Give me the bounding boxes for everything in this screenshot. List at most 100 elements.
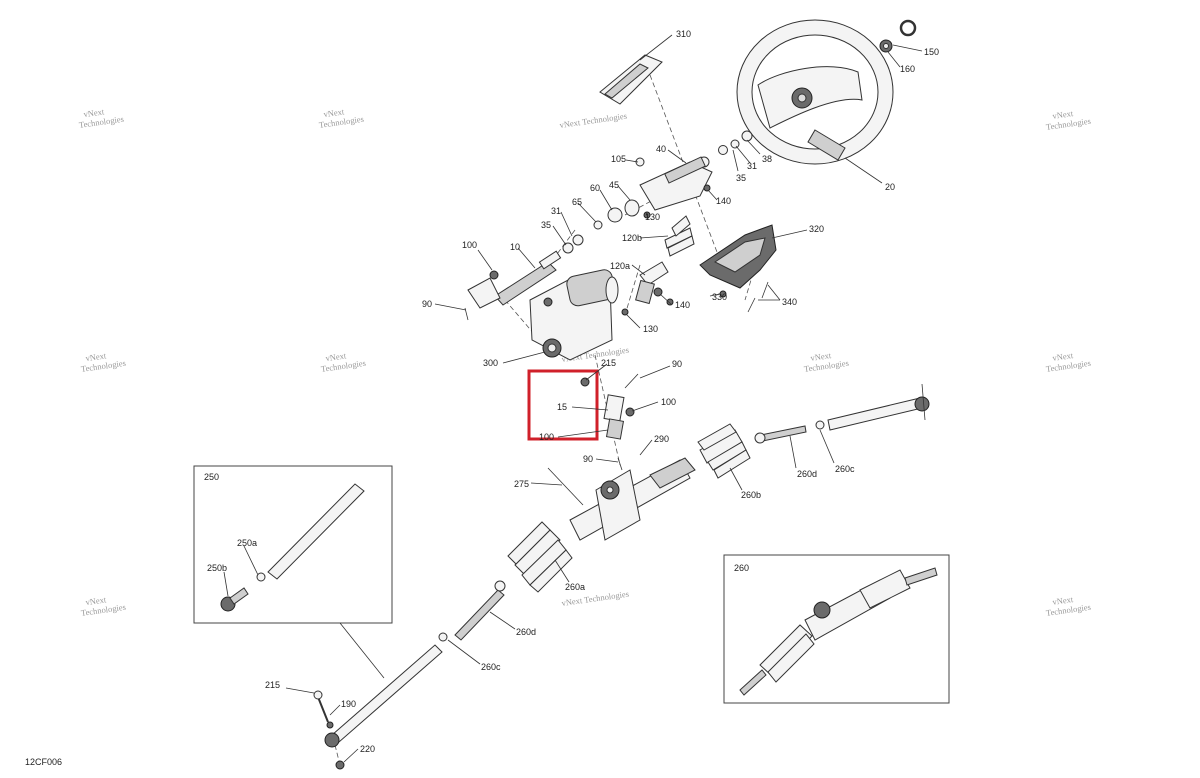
inset-250-connector <box>339 622 385 679</box>
callout-290: 290 <box>654 434 669 444</box>
callout-90-right: 90 <box>672 359 682 369</box>
watermark: vNext Technologies <box>80 594 126 618</box>
callout-20: 20 <box>885 182 895 192</box>
steering-wheel <box>736 19 894 165</box>
callout-275: 275 <box>514 479 529 489</box>
callout-38: 38 <box>762 154 772 164</box>
inset-250-tie-rod <box>220 483 365 612</box>
svg-text:vNext: vNext <box>1052 594 1075 607</box>
watermark: vNext Technologies <box>80 350 126 374</box>
tie-rod-inner-left <box>454 580 506 641</box>
wheel-cap-ring <box>899 19 917 37</box>
callout-140-lower: 140 <box>675 300 690 310</box>
highlight-box <box>527 369 599 441</box>
svg-text:vNext: vNext <box>810 350 833 363</box>
callout-260c-left: 260c <box>481 662 501 672</box>
callout-100-lower: 100 <box>539 432 554 442</box>
wheel-nut <box>879 39 893 53</box>
svg-text:vNext: vNext <box>325 350 348 363</box>
svg-text:vNext: vNext <box>83 106 106 119</box>
callout-40: 40 <box>656 144 666 154</box>
ball-joint-bolt <box>313 690 334 729</box>
watermark: vNext Technologies <box>1045 594 1091 618</box>
callout-35-upper: 35 <box>736 173 746 183</box>
universal-joint <box>603 373 639 471</box>
inset-260-rack-assembly <box>739 567 938 696</box>
watermark: vNext Technologies <box>559 111 628 130</box>
lower-column-cover <box>699 224 777 289</box>
callout-120b: 120b <box>622 233 642 243</box>
diagram-code: 12CF006 <box>25 757 62 767</box>
jam-nut-right <box>815 420 825 430</box>
svg-text:vNext: vNext <box>1052 350 1075 363</box>
callout-320: 320 <box>809 224 824 234</box>
callout-60: 60 <box>590 183 600 193</box>
callout-90-left: 90 <box>422 299 432 309</box>
jam-nut-left <box>438 632 448 642</box>
callout-140-upper: 140 <box>716 196 731 206</box>
callout-260a: 260a <box>565 582 585 592</box>
callout-250b: 250b <box>207 563 227 573</box>
column-boot-120a <box>635 261 669 305</box>
rack-boot-right <box>697 423 751 479</box>
watermark: vNext Technologies <box>78 106 124 130</box>
callout-260b: 260b <box>741 490 761 500</box>
ball-joint-nut <box>335 760 345 770</box>
callout-160: 160 <box>900 64 915 74</box>
watermark: vNext Technologies <box>1045 350 1091 374</box>
eps-module <box>529 269 619 387</box>
callout-labels: 310 150 160 20 105 40 35 31 38 60 45 65 … <box>204 29 939 754</box>
tie-rod-outer-right <box>827 383 930 431</box>
callout-310: 310 <box>676 29 691 39</box>
callout-250a: 250a <box>237 538 257 548</box>
callout-130-lower: 130 <box>643 324 658 334</box>
svg-text:vNext Technologies: vNext Technologies <box>559 111 628 130</box>
callout-130-upper: 130 <box>645 212 660 222</box>
callout-330: 330 <box>712 292 727 302</box>
steering-rack <box>547 457 696 541</box>
callout-45: 45 <box>609 180 619 190</box>
watermark: vNext Technologies <box>320 350 366 374</box>
callout-100-upper: 100 <box>462 240 477 250</box>
callout-65: 65 <box>572 197 582 207</box>
tie-rod-outer-left <box>324 644 443 748</box>
callout-190: 190 <box>341 699 356 709</box>
callout-220: 220 <box>360 744 375 754</box>
callout-105: 105 <box>611 154 626 164</box>
callout-15: 15 <box>557 402 567 412</box>
column-bushings <box>562 199 640 254</box>
callout-300: 300 <box>483 358 498 368</box>
svg-text:vNext: vNext <box>1052 108 1075 121</box>
callout-10: 10 <box>510 242 520 252</box>
watermark: vNext Technologies <box>803 350 849 374</box>
callout-260c-right: 260c <box>835 464 855 474</box>
callout-90-lower: 90 <box>583 454 593 464</box>
callout-215-lower: 215 <box>265 680 280 690</box>
callout-260: 260 <box>734 563 749 573</box>
watermarks: vNext Technologies vNext Technologies vN… <box>78 106 1091 618</box>
column-boot-120b <box>664 215 695 257</box>
watermark: vNext Technologies <box>1045 108 1091 132</box>
svg-text:vNext: vNext <box>85 594 108 607</box>
callout-260d-left: 260d <box>516 627 536 637</box>
rack-boot-left <box>507 521 573 593</box>
callout-260d-right: 260d <box>797 469 817 479</box>
column-cover-upper <box>599 54 663 105</box>
watermark: vNext Technologies <box>318 106 364 130</box>
callout-120a: 120a <box>610 261 630 271</box>
callout-35-lower: 35 <box>541 220 551 230</box>
callout-215-upper: 215 <box>601 358 616 368</box>
tie-rod-inner-right <box>754 425 807 444</box>
small-fasteners <box>621 184 769 316</box>
callout-150: 150 <box>924 47 939 57</box>
callout-100-right: 100 <box>661 397 676 407</box>
callout-340: 340 <box>782 297 797 307</box>
callout-31-upper: 31 <box>747 161 757 171</box>
svg-text:vNext: vNext <box>323 106 346 119</box>
svg-text:vNext: vNext <box>85 350 108 363</box>
callout-31-lower: 31 <box>551 206 561 216</box>
column-bracket <box>639 156 713 211</box>
callout-250: 250 <box>204 472 219 482</box>
leader-lines <box>223 34 923 763</box>
